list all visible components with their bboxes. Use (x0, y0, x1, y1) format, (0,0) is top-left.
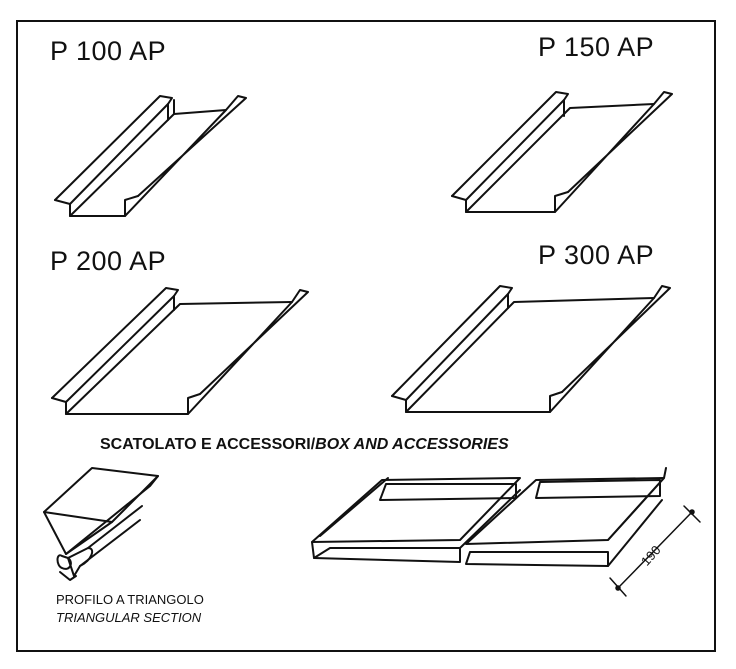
dimension-line (609, 505, 701, 597)
label-p150: P 150 AP (538, 32, 655, 62)
box-accessories-heading: SCATOLATO E ACCESSORI/BOX AND ACCESSORIE… (100, 436, 509, 453)
profile-p200-shape (51, 287, 309, 415)
profile-p300-shape (391, 285, 671, 413)
box-left-tray-shape (311, 477, 521, 563)
triangle-label-english: TRIANGULAR SECTION (56, 610, 202, 625)
label-p300: P 300 AP (538, 240, 655, 270)
profile-p100-shape (54, 95, 247, 217)
triangular-section-shape (43, 467, 159, 581)
label-p100: P 100 AP (50, 36, 167, 66)
drawing-frame (16, 20, 716, 652)
triangle-label-italian: PROFILO A TRIANGOLO (56, 592, 204, 607)
label-p200: P 200 AP (50, 246, 167, 276)
box-right-tray-shape (465, 467, 667, 567)
profile-p150-shape (451, 91, 673, 213)
